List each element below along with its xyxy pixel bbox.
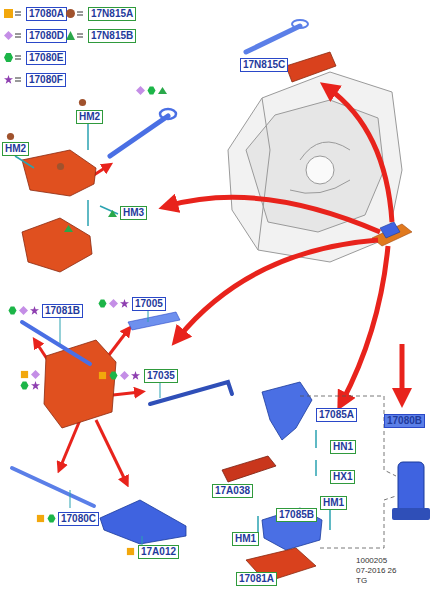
- legend-swatch: [4, 75, 13, 84]
- callout-number: 17N815C: [243, 59, 285, 70]
- callout-number: 17085B: [279, 509, 314, 520]
- callout-number: 17A012: [141, 546, 176, 557]
- legend-swatch: [4, 31, 13, 40]
- callout-number: 17A038: [215, 485, 250, 496]
- callout-number: 17005: [135, 298, 163, 309]
- part-callout: HX1: [330, 470, 355, 484]
- callout-number: HM3: [123, 207, 144, 218]
- part-callout: 17A012: [138, 545, 179, 559]
- part-callout: HM2: [2, 142, 29, 156]
- part-callout: 17N815C: [240, 58, 288, 72]
- callout-number: HM1: [235, 533, 256, 544]
- legend-swatch: [4, 9, 13, 18]
- legend-text: 17080F: [26, 73, 66, 87]
- legend-text: 17080E: [26, 51, 66, 65]
- drawing-reference: TG: [356, 576, 367, 586]
- part-callout: 17080C: [58, 512, 99, 526]
- drawing-reference: 1000205: [356, 556, 387, 566]
- legend-text: 17N815A: [88, 7, 136, 21]
- part-callout: 17005: [132, 297, 166, 311]
- legend-text: 17080A: [26, 7, 67, 21]
- part-callout: 17081B: [42, 304, 83, 318]
- part-callout: HM1: [232, 532, 259, 546]
- part-callout: 17035: [144, 369, 178, 383]
- part-callout: HN1: [330, 440, 356, 454]
- legend-swatch: [4, 53, 13, 62]
- callout-number: HX1: [333, 471, 352, 482]
- callout-number: 17080C: [61, 513, 96, 524]
- part-callout: 17A038: [212, 484, 253, 498]
- legend-text: 17N815B: [88, 29, 136, 43]
- callout-number: HM2: [5, 143, 26, 154]
- part-callout: 17081A: [236, 572, 277, 586]
- part-callout: 17085A: [316, 408, 357, 422]
- callout-number: 17081B: [45, 305, 80, 316]
- callout-number: HM2: [79, 111, 100, 122]
- legend-swatch: [66, 31, 75, 40]
- part-callout: 17080B: [384, 414, 425, 428]
- legend-swatch: [66, 9, 75, 18]
- callout-number: 17080B: [387, 415, 422, 426]
- callout-number: 17085A: [319, 409, 354, 420]
- callout-number: 17081A: [239, 573, 274, 584]
- part-callout: HM2: [76, 110, 103, 124]
- callout-number: HN1: [333, 441, 353, 452]
- legend-text: 17080D: [26, 29, 67, 43]
- callout-number: HM1: [323, 497, 344, 508]
- callout-number: 17035: [147, 370, 175, 381]
- drawing-reference: 07-2016 26: [356, 566, 396, 576]
- part-callout: HM1: [320, 496, 347, 510]
- part-callout: 17085B: [276, 508, 317, 522]
- part-callout: HM3: [120, 206, 147, 220]
